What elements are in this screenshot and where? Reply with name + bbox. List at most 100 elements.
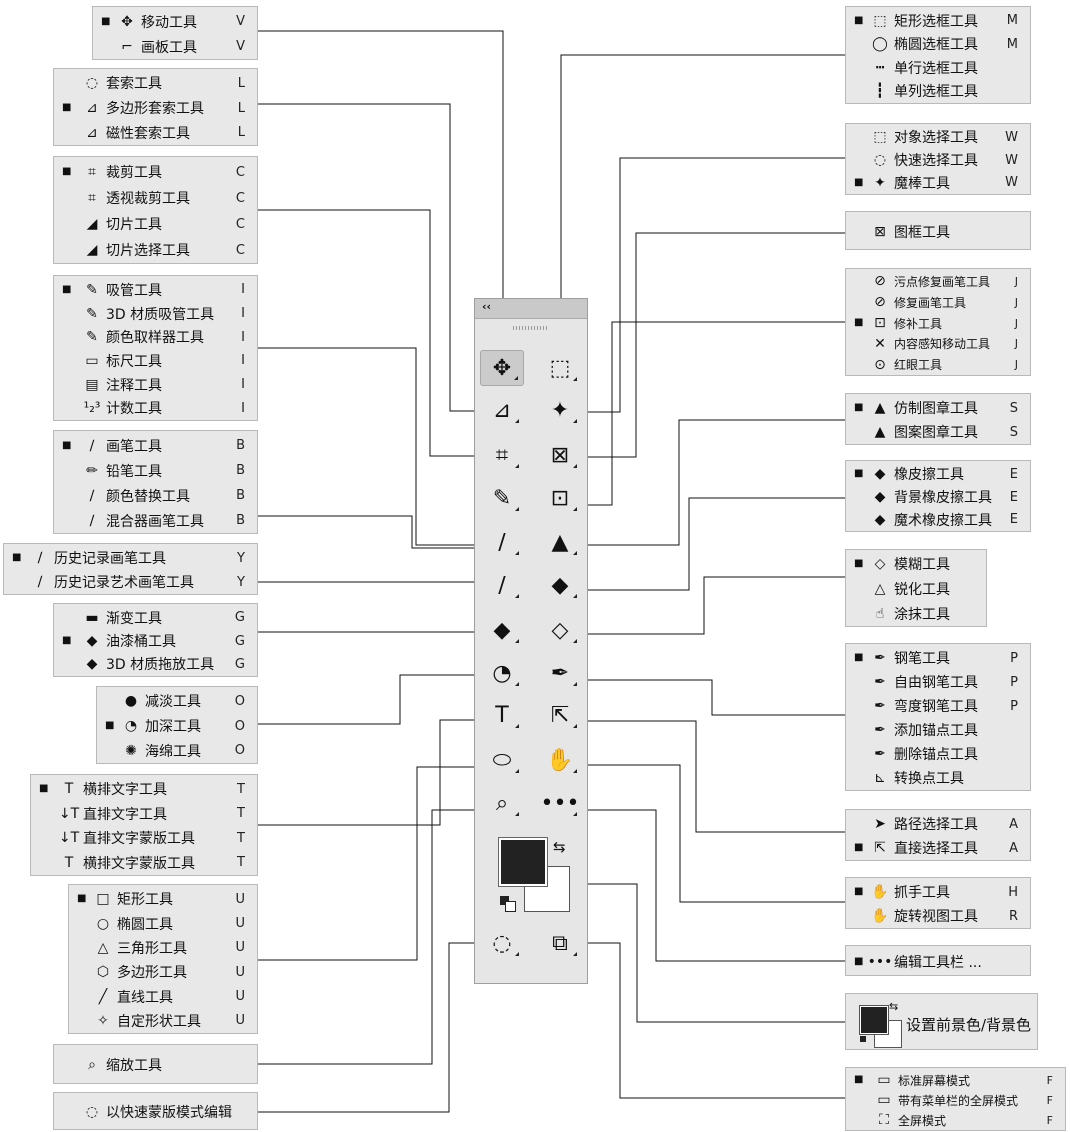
tool-menu-item[interactable]: ┇单列选框工具 — [846, 80, 1030, 102]
tool-menu-item[interactable]: ┅单行选框工具 — [846, 57, 1030, 79]
tool-menu-item[interactable]: ■•••编辑工具栏 ... — [846, 951, 1030, 973]
toolbar-tool-button[interactable]: ⇱ — [538, 697, 582, 733]
toolbar-tool-button[interactable]: ◇ — [538, 612, 582, 648]
toolbar-tool-button[interactable]: ⬚ — [538, 350, 582, 386]
toolbar-tool-button[interactable]: ✒ — [538, 655, 582, 691]
tool-menu-item[interactable]: ✒删除锚点工具 — [846, 743, 1030, 765]
toolbar-tool-button[interactable]: ⊡ — [538, 480, 582, 516]
toolbar-tool-button[interactable]: ▲ — [538, 524, 582, 560]
toolbar-tool-button[interactable]: ◔ — [480, 655, 524, 691]
toolbar-header[interactable]: ‹‹ — [475, 299, 587, 319]
tool-menu-item[interactable]: ⊠图框工具 — [846, 221, 1030, 243]
toolbar-tool-button[interactable]: ⬭ — [480, 742, 524, 778]
toolbar-tool-button[interactable]: ⊿ — [480, 392, 524, 428]
default-colors-bg-icon[interactable] — [505, 901, 516, 912]
tool-menu-item[interactable]: ✒添加锚点工具 — [846, 719, 1030, 741]
default-colors-icon[interactable] — [500, 896, 509, 905]
tool-menu-item[interactable]: ☝涂抹工具 — [846, 603, 986, 625]
toolbar-tool-button[interactable]: ✋ — [538, 742, 582, 778]
tool-menu-item[interactable]: △锐化工具 — [846, 578, 986, 600]
toolbar-tool-button[interactable]: ✦ — [538, 392, 582, 428]
toolbar-tool-button[interactable]: ✥ — [480, 350, 524, 386]
tool-menu-item[interactable]: ⌕缩放工具 — [54, 1054, 257, 1076]
tool-menu-item[interactable]: ⊾转换点工具 — [846, 767, 1030, 789]
tool-menu-item[interactable]: ◌以快速蒙版模式编辑 — [54, 1101, 257, 1123]
toolbar-tool-button[interactable]: ⌗ — [480, 437, 524, 473]
toolbar-tool-button[interactable]: ••• — [538, 785, 582, 821]
foreground-color-swatch[interactable] — [498, 837, 548, 887]
toolbar-tool-button[interactable]: ⌕ — [480, 785, 524, 821]
toolbar-tool-button[interactable]: ∕ — [480, 567, 524, 603]
swap-colors-icon[interactable]: ⇆ — [553, 838, 566, 856]
toolbar-tool-button[interactable]: ⊠ — [538, 437, 582, 473]
toolbar-grip[interactable] — [513, 326, 549, 330]
toolbar-tool-button[interactable]: ∕ — [480, 524, 524, 560]
toolbar-tool-button[interactable]: ◆ — [480, 612, 524, 648]
tool-menu-item[interactable]: ■◇模糊工具 — [846, 553, 986, 575]
toolbar-tool-button[interactable]: ◆ — [538, 567, 582, 603]
toolbar-tool-button[interactable]: T — [480, 697, 524, 733]
collapse-icon[interactable]: ‹‹ — [482, 300, 492, 313]
toolbar-tool-button[interactable]: ⧉ — [538, 925, 582, 961]
